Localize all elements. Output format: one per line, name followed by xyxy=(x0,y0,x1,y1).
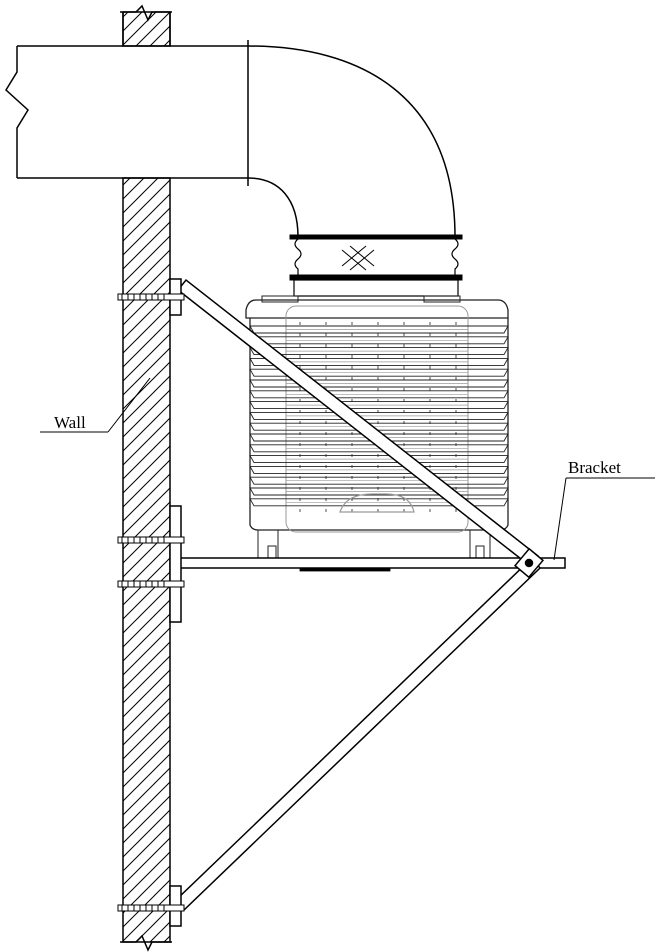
anchor-bolt-4 xyxy=(117,904,185,912)
louver-slat xyxy=(249,498,509,507)
louver-slat xyxy=(249,444,509,453)
unit-louvers xyxy=(249,322,509,512)
louver-slat xyxy=(249,390,509,399)
duct-break-symbol xyxy=(5,46,29,178)
anchor-bolt-1 xyxy=(117,293,185,301)
bracket-callout-leader xyxy=(553,477,567,561)
wall-break-symbol-bottom xyxy=(120,934,172,952)
wall-label: Wall xyxy=(54,413,86,432)
anchor-bolt-2 xyxy=(117,536,185,544)
wall-callout: Wall xyxy=(40,377,151,433)
louver-slat xyxy=(249,379,509,388)
unit-foot-right xyxy=(469,529,491,559)
duct-elbow-outer xyxy=(247,45,456,238)
louver-slat xyxy=(249,368,509,377)
wall-callout-leader xyxy=(107,377,151,433)
wall-break-symbol-top xyxy=(120,4,172,22)
unit-body xyxy=(249,318,509,531)
wall-hatched-section xyxy=(122,177,171,943)
flexible-connector xyxy=(289,234,463,297)
unit-front-opening xyxy=(339,493,415,513)
louver-slat xyxy=(249,411,509,420)
bracket-callout: Bracket xyxy=(553,458,655,561)
louver-slat xyxy=(249,357,509,366)
anchor-bolt-3 xyxy=(117,580,185,588)
louver-slat xyxy=(249,325,509,334)
air-duct xyxy=(5,40,456,238)
bracket-label: Bracket xyxy=(568,458,621,477)
duct-elbow-inner xyxy=(247,177,299,238)
anchor-bolts xyxy=(117,293,185,912)
wall xyxy=(120,4,172,952)
bracket-lower-strut xyxy=(174,556,542,912)
bracket-platform xyxy=(179,557,566,569)
louver-slat xyxy=(249,455,509,464)
louver-slat xyxy=(249,347,509,356)
unit-top-cap xyxy=(245,299,509,319)
louver-slat xyxy=(249,401,509,410)
louver-slat xyxy=(249,422,509,431)
bracket-pivot-bolt xyxy=(524,558,534,568)
evaporative-cooler-unit xyxy=(245,295,509,559)
louver-slat xyxy=(249,433,509,442)
louver-slat xyxy=(249,487,509,496)
bracket-wall-plate-middle xyxy=(169,505,182,623)
